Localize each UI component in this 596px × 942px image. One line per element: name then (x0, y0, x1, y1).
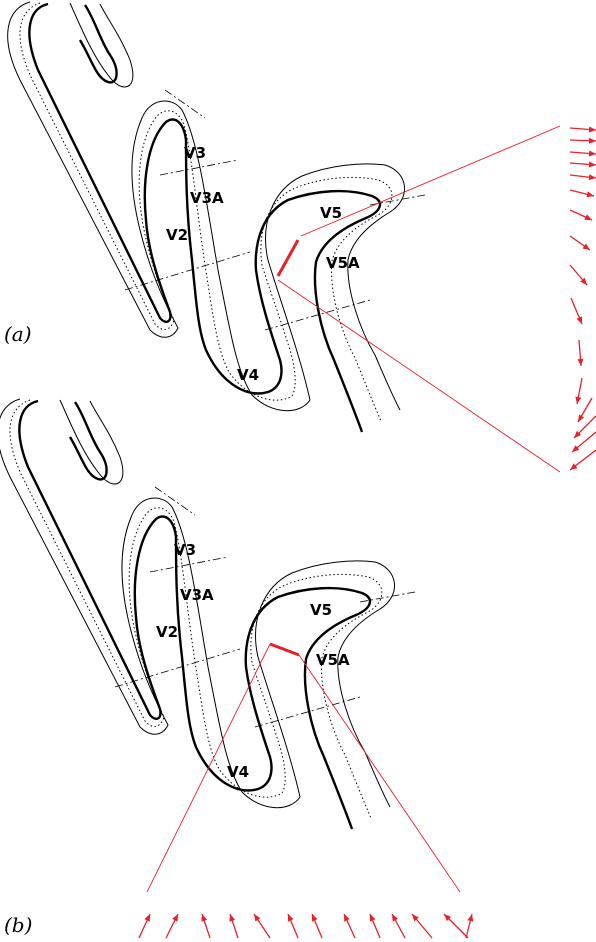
projection-line-top-a (300, 125, 561, 237)
label-v4-a: V4 (237, 366, 259, 384)
flow-arrow-head (582, 243, 590, 250)
boundary-v3-v3a (159, 159, 239, 176)
label-v4-b: V4 (227, 763, 249, 781)
label-v3-a: V3 (184, 144, 206, 162)
flow-arrow-head (578, 414, 585, 422)
flow-arrow-head (584, 214, 592, 220)
projection-line-bottom-a (277, 279, 561, 473)
flow-arrow-head (576, 316, 583, 324)
panel-label-b: (b) (4, 913, 32, 937)
flow-arrow-head (467, 914, 474, 922)
flow-arrow-head (588, 126, 596, 133)
projection-line-left-b (146, 643, 271, 893)
flow-arrow-head (392, 914, 398, 922)
flow-arrow-head (201, 914, 208, 922)
boundary-v4-v5 (264, 299, 371, 331)
flow-arrow-head (311, 914, 318, 922)
flow-arrow-head (369, 914, 376, 922)
cortex-section-a (7, 1, 406, 433)
flow-arrow-head (254, 914, 261, 922)
white-matter-boundary (18, 399, 372, 830)
area-boundaries-a (124, 89, 426, 331)
flow-arrow-head (229, 914, 236, 922)
projection-b (146, 642, 461, 893)
flow-field-a (569, 126, 596, 471)
flow-arrow-head (588, 150, 596, 157)
boundary-v3-v3a (149, 556, 229, 573)
area-boundaries-b (114, 486, 416, 728)
flow-arrow-head (588, 137, 596, 144)
flow-arrow-head (577, 358, 584, 366)
upper-sulcus (68, 401, 108, 481)
flow-arrow-head (344, 914, 350, 922)
flow-arrow-head (586, 191, 594, 198)
flow-arrow-head (172, 914, 178, 922)
label-v5a-b: V5A (316, 651, 350, 669)
panel-b: V3 V3A V2 V5 V5A V4 (0, 398, 461, 893)
upper-sulcus (78, 4, 118, 84)
upper-sulcus-pial (69, 2, 134, 88)
flow-arrow-head (287, 914, 294, 922)
flow-arrow-head (575, 396, 582, 404)
flow-arrow-head (574, 430, 582, 438)
layer-4-line (19, 2, 393, 422)
white-matter-boundary (28, 2, 382, 433)
panel-label-a: (a) (4, 322, 32, 346)
flow-arrow-head (412, 914, 419, 922)
boundary-v3a-v2 (124, 251, 251, 291)
boundary-v4-v5 (254, 696, 361, 728)
label-v5-b: V5 (310, 601, 332, 619)
pial-surface (0, 398, 396, 809)
flow-field-b (138, 913, 474, 939)
pial-surface (7, 1, 406, 412)
panel-a: V3 V3A V2 V5 V5A V4 (a) (4, 1, 596, 473)
boundary-v3-top (154, 486, 196, 516)
flow-arrow-head (580, 277, 587, 285)
label-v3-b: V3 (174, 541, 196, 559)
boundary-v5-top (359, 591, 416, 603)
label-v3a-a: V3A (190, 189, 224, 207)
flow-arrow-head (572, 445, 580, 452)
flow-arrow-head (588, 161, 596, 168)
layer-4-line (9, 399, 383, 819)
v5-highlight-segment-b (269, 642, 300, 657)
boundary-v3-top (164, 89, 206, 119)
boundary-v5-top (369, 194, 426, 206)
flow-arrow-head (570, 463, 578, 470)
flow-arrow-head (144, 914, 150, 922)
flow-arrow-head (444, 914, 452, 922)
v5-highlight-segment-a (276, 239, 300, 277)
label-v5-a: V5 (320, 204, 342, 222)
label-v2-a: V2 (166, 226, 188, 244)
cortex-section-b (0, 398, 396, 830)
label-v5a-a: V5A (326, 254, 360, 272)
flow-arrow-head (588, 174, 596, 181)
label-v2-b: V2 (156, 623, 178, 641)
boundary-v3a-v2 (114, 648, 241, 688)
upper-sulcus-pial (59, 399, 124, 485)
projection-line-right-b (298, 654, 461, 893)
label-v3a-b: V3A (180, 586, 214, 604)
projection-a (276, 125, 561, 473)
